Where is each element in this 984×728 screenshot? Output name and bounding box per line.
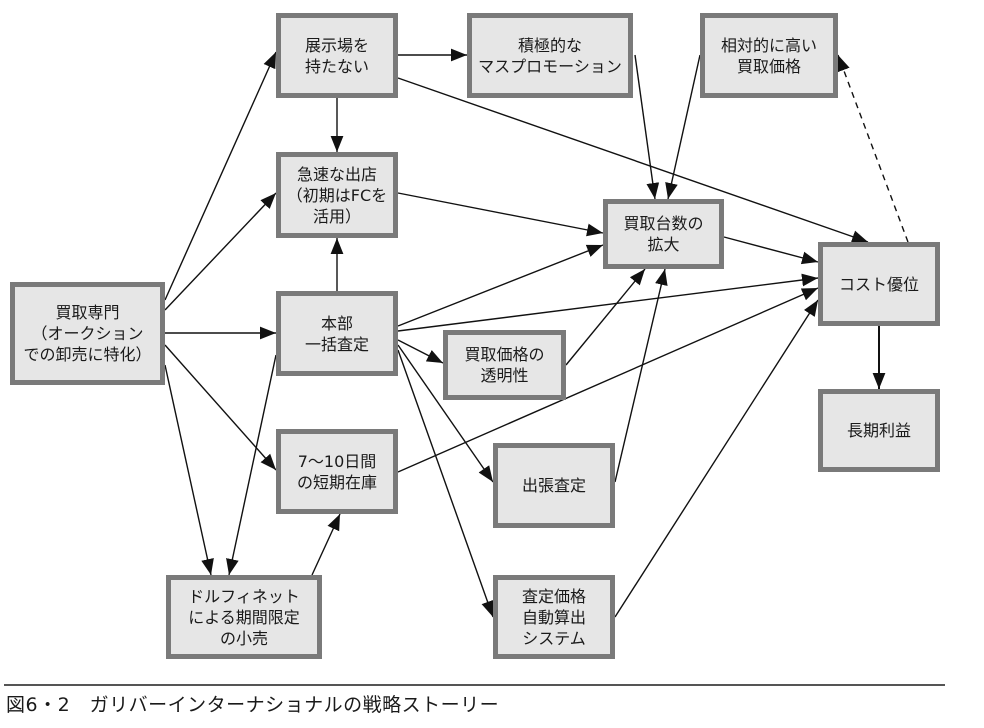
node-label: 買取価格の 透明性 (464, 345, 545, 385)
node-label: 買取台数の 拡大 (623, 214, 704, 254)
node-label: 積極的な マスプロモーション (478, 35, 622, 76)
node-label: 本部 一括査定 (304, 313, 369, 354)
node-cost: コスト優位 (818, 242, 940, 326)
edge-sotai-to-kakudai (665, 54, 701, 200)
edge-honbu-to-cost (397, 273, 819, 332)
node-label: 査定価格 自動算出 システム (521, 586, 586, 648)
node-label: 急速な出店 （初期はFCを 活用） (286, 164, 388, 226)
node-tanki: 7～10日間 の短期在庫 (276, 429, 398, 514)
node-kaitori-senmon: 買取専門 （オークション での卸売に特化） (10, 282, 165, 385)
node-sotai: 相対的に高い 買取価格 (700, 13, 838, 98)
edge-shuccho-to-kakudai (614, 268, 668, 483)
edge-tanki-to-cost (397, 287, 819, 473)
node-kyusoku: 急速な出店 （初期はFCを 活用） (276, 152, 398, 238)
edge-dolphinet-to-tanki (311, 513, 341, 576)
edge-honbu-to-shuccho (397, 344, 494, 483)
node-dolphinet: ドルフィネット による期間限定 の小売 (166, 575, 322, 659)
node-jido: 査定価格 自動算出 システム (493, 575, 615, 659)
edge-kaitori_senmon-to-dolphinet (164, 364, 214, 576)
edge-kyusoku-to-kakudai (397, 192, 604, 237)
edge-kaitori_senmon-to-tanki (164, 344, 277, 471)
edge-honbu-to-dolphinet (226, 354, 277, 576)
edge-kaitori_senmon-to-kyusoku (164, 192, 277, 311)
node-label: 長期利益 (846, 421, 911, 440)
node-label: ドルフィネット による期間限定 の小売 (188, 586, 300, 648)
edge-sekkyoku-to-kakudai (634, 54, 660, 200)
node-label: 展示場を 持たない (304, 35, 369, 76)
node-kakudai: 買取台数の 拡大 (603, 199, 724, 269)
node-tenjijo: 展示場を 持たない (276, 13, 398, 98)
node-label: 7～10日間 の短期在庫 (296, 451, 377, 492)
edge-kaitori_senmon-to-tenjijo (164, 51, 277, 301)
caption-divider (4, 684, 945, 686)
edges-layer (164, 48, 909, 618)
node-choki: 長期利益 (818, 389, 940, 472)
node-label: 出張査定 (521, 476, 586, 495)
node-honbu: 本部 一括査定 (276, 291, 398, 376)
edge-honbu-to-kakudai (397, 244, 604, 327)
edge-toumeisei-to-kakudai (565, 268, 646, 366)
node-sekkyoku: 積極的な マスプロモーション (467, 13, 633, 98)
edge-kakudai-to-cost (723, 236, 819, 265)
edge-tenjijo-to-cost (397, 77, 869, 243)
edge-honbu-to-toumeisei (397, 339, 444, 364)
edge-cost-to-sotai (837, 54, 909, 243)
node-shuccho: 出張査定 (493, 443, 615, 528)
edge-honbu-to-jido (397, 349, 494, 618)
node-label: 相対的に高い 買取価格 (720, 35, 817, 76)
node-label: コスト優位 (838, 274, 919, 294)
node-toumeisei: 買取価格の 透明性 (443, 330, 566, 400)
figure-caption: 図6・2 ガリバーインターナショナルの戦略ストーリー (6, 694, 500, 716)
edge-jido-to-cost (614, 299, 819, 618)
node-label: 買取専門 （オークション での卸売に特化） (23, 303, 152, 364)
